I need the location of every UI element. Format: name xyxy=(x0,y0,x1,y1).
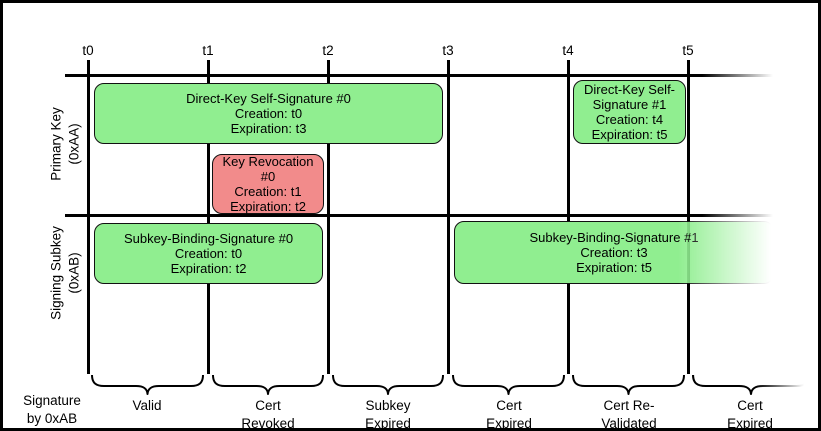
segment-label-subkey-expired: Subkey Expired xyxy=(365,398,411,431)
segment-brace-cert-revalidated xyxy=(572,375,685,395)
box-title: Subkey-Binding-Signature #1 xyxy=(529,229,699,245)
segment-brace-cert-expired-1 xyxy=(452,375,565,395)
row-label-line: Signing Subkey xyxy=(48,226,64,320)
box-direct-key-self-signature-1: Direct-Key Self-Signature #1 Creation: t… xyxy=(573,80,686,144)
box-creation: Creation: t0 xyxy=(174,245,243,261)
segment-brace-subkey-expired xyxy=(332,375,444,395)
tick-line-t2 xyxy=(326,60,330,374)
box-direct-key-self-signature-0: Direct-Key Self-Signature #0 Creation: t… xyxy=(94,83,443,144)
box-creation: Creation: t0 xyxy=(234,105,303,121)
tick-line-t5 xyxy=(686,60,690,374)
box-subkey-binding-signature-0: Subkey-Binding-Signature #0 Creation: t0… xyxy=(94,223,323,284)
tick-line-t4 xyxy=(566,60,570,374)
tick-line-t0 xyxy=(86,60,90,374)
tick-label-t0: t0 xyxy=(82,43,94,58)
box-creation: Creation: t4 xyxy=(595,112,664,127)
signing-subkey-axis-line xyxy=(65,214,773,217)
box-expiration: Expiration: t2 xyxy=(170,261,247,277)
row-label-signing-subkey: Signing Subkey (0xAB) xyxy=(47,183,82,363)
box-key-revocation-0: Key Revocation #0 Creation: t1 Expiratio… xyxy=(212,154,324,214)
box-expiration: Expiration: t5 xyxy=(576,260,652,276)
segment-label-cert-revoked: Cert Revoked xyxy=(241,398,295,431)
box-creation: Creation: t3 xyxy=(580,244,648,260)
box-subkey-binding-signature-1-fadewrap: Subkey-Binding-Signature #1 Creation: t3… xyxy=(454,221,774,284)
tick-label-t3: t3 xyxy=(442,43,454,58)
segment-label-cert-expired-2: Cert Expired xyxy=(727,398,773,431)
box-title: Direct-Key Self-Signature #0 xyxy=(186,90,351,106)
segment-brace-valid xyxy=(91,375,204,395)
box-title: Subkey-Binding-Signature #0 xyxy=(123,230,294,246)
box-expiration: Expiration: t3 xyxy=(230,121,307,137)
tick-line-t1 xyxy=(206,60,210,374)
tick-label-t4: t4 xyxy=(562,43,574,58)
box-expiration: Expiration: t2 xyxy=(230,199,306,215)
row-label-line: (0xAB) xyxy=(66,252,81,294)
box-title: Direct-Key Self-Signature #1 xyxy=(583,81,676,112)
primary-key-axis-line xyxy=(65,74,773,77)
tick-label-t5: t5 xyxy=(682,43,694,58)
box-creation: Creation: t1 xyxy=(234,184,302,199)
tick-line-t3 xyxy=(446,60,450,374)
segment-label-valid: Valid xyxy=(132,398,162,413)
segment-label-cert-expired-1: Cert Expired xyxy=(486,398,532,431)
box-subkey-binding-signature-1: Subkey-Binding-Signature #1 Creation: t3… xyxy=(454,221,774,284)
box-title: Key Revocation #0 xyxy=(222,153,314,184)
segment-brace-cert-expired-2 xyxy=(692,375,810,395)
tick-label-t2: t2 xyxy=(322,43,334,58)
signature-by-axis-label: Signature by 0xAB xyxy=(23,393,81,427)
segment-brace-cert-revoked xyxy=(212,375,324,395)
tick-label-t1: t1 xyxy=(202,43,214,58)
segment-label-cert-revalidated: Cert Re- Validated xyxy=(601,398,657,431)
box-expiration: Expiration: t5 xyxy=(591,127,668,143)
